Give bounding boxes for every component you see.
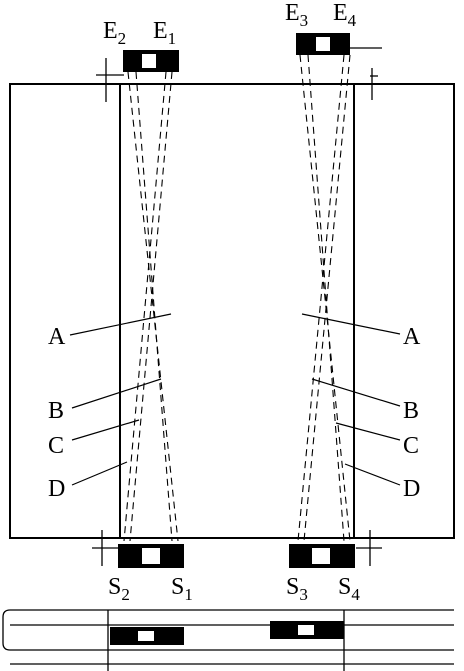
sensor-s3-s4 <box>289 544 355 568</box>
label-right-c: C <box>403 433 419 459</box>
emitter-e2-e1 <box>123 50 179 72</box>
label-right-b: B <box>403 398 419 424</box>
crosshair-e4 <box>348 47 382 100</box>
label-s2: S2 <box>108 574 130 604</box>
label-left-a: A <box>48 324 66 350</box>
crosshair-e2 <box>96 58 124 102</box>
label-s3: S3 <box>286 574 308 604</box>
label-left-b: B <box>48 398 64 424</box>
crosshair-s2 <box>92 530 120 566</box>
label-e4: E4 <box>333 0 357 30</box>
label-e2: E2 <box>103 18 126 48</box>
label-s1: S1 <box>171 574 193 604</box>
label-right-a: A <box>403 324 421 350</box>
emitter-e3-e4 <box>296 33 350 55</box>
label-e1: E1 <box>153 18 176 48</box>
crosshair-s4 <box>356 530 382 566</box>
label-e3: E3 <box>285 0 308 30</box>
sensor-s2-s1 <box>118 544 184 568</box>
label-s4: S4 <box>338 574 360 604</box>
bottom-rail-assembly <box>2 609 454 671</box>
bottom-sensor-right <box>270 621 344 639</box>
beams-right <box>297 54 351 542</box>
label-left-d: D <box>48 476 65 502</box>
label-left-c: C <box>48 433 64 459</box>
bottom-sensor-left <box>110 627 184 645</box>
beams-left <box>123 71 179 542</box>
label-right-d: D <box>403 476 420 502</box>
leaders-right <box>301 313 401 486</box>
leaders-left <box>69 313 172 486</box>
main-frame <box>9 83 455 539</box>
